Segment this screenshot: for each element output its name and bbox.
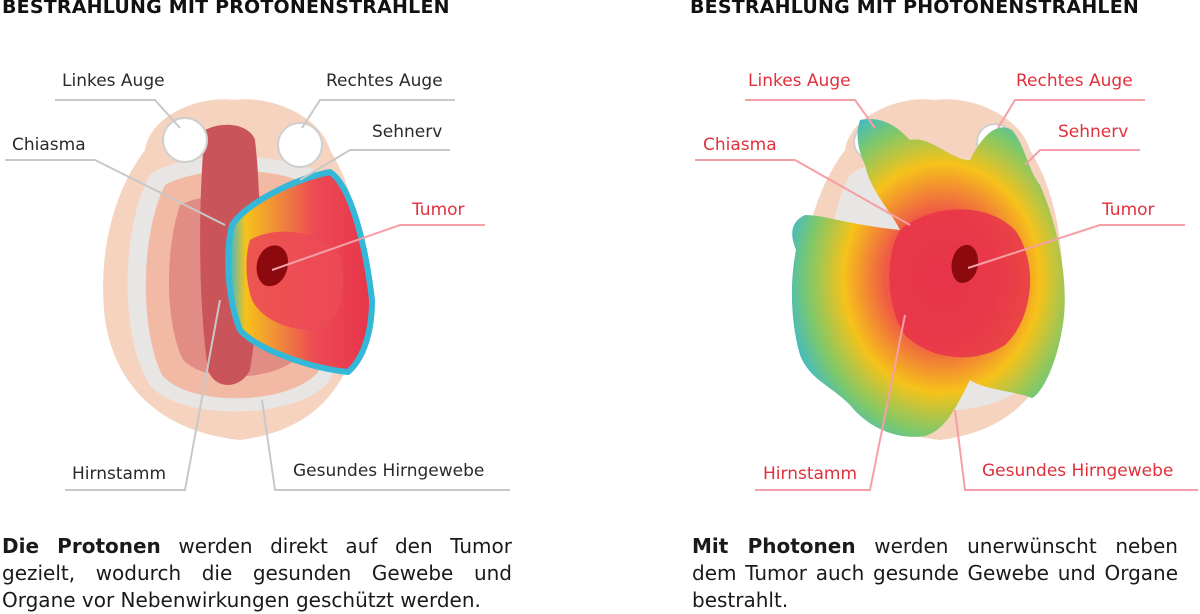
label-chiasma: Chiasma: [703, 135, 777, 155]
label-sehnerv: Sehnerv: [1058, 122, 1128, 142]
label-sehnerv: Sehnerv: [372, 122, 442, 142]
label-chiasma: Chiasma: [12, 135, 86, 155]
proton-brain-diagram: Linkes Auge Rechtes Auge Chiasma Sehnerv…: [5, 71, 510, 491]
photon-caption-bold: Mit Photonen: [692, 534, 856, 558]
proton-caption-text: werden direkt auf den Tumor gezielt, wod…: [2, 534, 512, 612]
proton-title: BESTRAHLUNG MIT PROTONENSTRAHLEN: [2, 0, 450, 18]
tumor: [256, 245, 288, 287]
tumor: [951, 244, 978, 283]
label-hirnstamm: Hirnstamm: [763, 464, 857, 484]
proton-caption-bold: Die Protonen: [2, 534, 161, 558]
photon-brain-diagram: Linkes Auge Rechtes Auge Chiasma Sehnerv…: [695, 71, 1198, 491]
label-rechtes-auge: Rechtes Auge: [326, 71, 443, 91]
label-linkes-auge: Linkes Auge: [62, 71, 165, 91]
label-tumor: Tumor: [411, 200, 465, 220]
right-eye: [277, 122, 323, 168]
label-tumor: Tumor: [1101, 200, 1155, 220]
photon-panel: BESTRAHLUNG MIT PHOTONENSTRAHLEN: [600, 0, 1200, 613]
label-linkes-auge: Linkes Auge: [748, 71, 851, 91]
proton-panel: BESTRAHLUNG MIT PROTONENSTRAHLEN: [0, 0, 600, 613]
label-gesundes-hirngewebe: Gesundes Hirngewebe: [982, 461, 1173, 481]
proton-caption: Die Protonen werden direkt auf den Tumor…: [2, 533, 512, 614]
photon-caption-text: werden unerwünscht neben dem Tumor auch …: [692, 534, 1178, 612]
photon-high-dose: [889, 209, 1031, 358]
label-gesundes-hirngewebe: Gesundes Hirngewebe: [293, 461, 484, 481]
label-hirnstamm: Hirnstamm: [72, 464, 166, 484]
label-rechtes-auge: Rechtes Auge: [1016, 71, 1133, 91]
photon-title: BESTRAHLUNG MIT PHOTONENSTRAHLEN: [690, 0, 1140, 18]
left-eye: [162, 117, 208, 163]
photon-caption: Mit Photonen werden unerwünscht neben de…: [692, 533, 1178, 614]
